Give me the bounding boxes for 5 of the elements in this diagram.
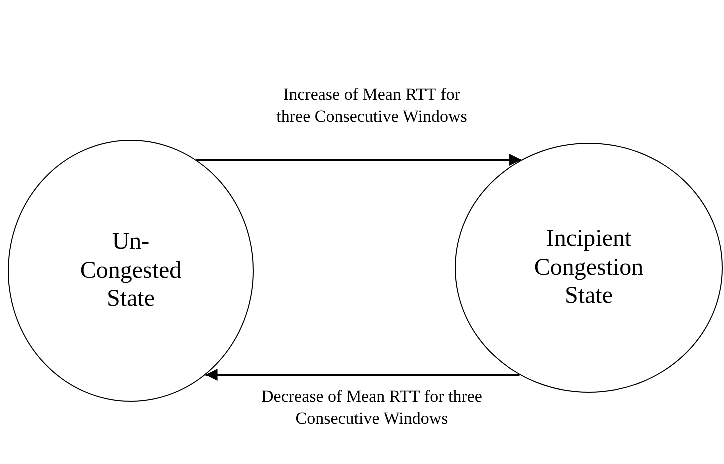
state-ellipse (8, 140, 254, 402)
arrow (206, 369, 520, 381)
state-label: Un- Congested State (79, 228, 183, 314)
arrow (196, 154, 522, 166)
state-label: Incipient Congestion State (533, 224, 645, 312)
